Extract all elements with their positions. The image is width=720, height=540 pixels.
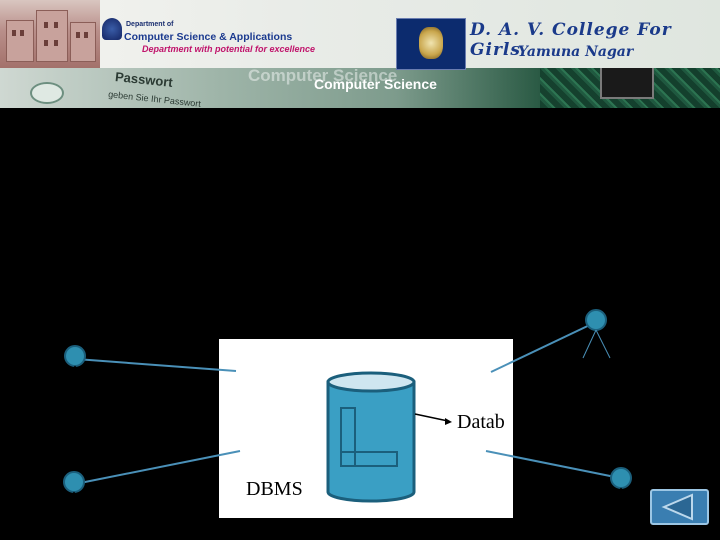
dept-tagline: Department with potential for excellence [142,44,316,54]
user-connector-line [490,321,597,373]
user-actor-icon [59,471,89,522]
user-connector-line [75,358,237,372]
eye-graphic [30,82,64,104]
back-button[interactable] [650,489,709,525]
user-connector-line [74,450,241,485]
bg-cs-text: Computer Science [314,76,437,92]
college-name: D. A. V. College For Girls [470,20,672,60]
header-banner: Department of Computer Science & Applica… [0,0,720,108]
user-connector-line [485,450,621,479]
dbms-label: DBMS [246,478,303,500]
dept-prefix: Department of [126,21,174,28]
database-label: Datab [457,411,505,433]
dept-name: Computer Science & Applications [124,31,293,43]
user-actor-icon [582,309,611,359]
user-actor-icon [60,345,90,396]
college-crest-icon [396,18,466,70]
college-building-image [0,0,100,68]
database-pointer-arrow [414,413,452,425]
database-cylinder-icon [326,371,416,503]
bg-cs-text-faded: Computer Science [248,66,398,85]
department-logo-icon [102,18,122,40]
back-triangle-icon [661,493,693,521]
college-city: Yamuna Nagar [518,44,634,60]
user-actor-icon [606,467,636,517]
